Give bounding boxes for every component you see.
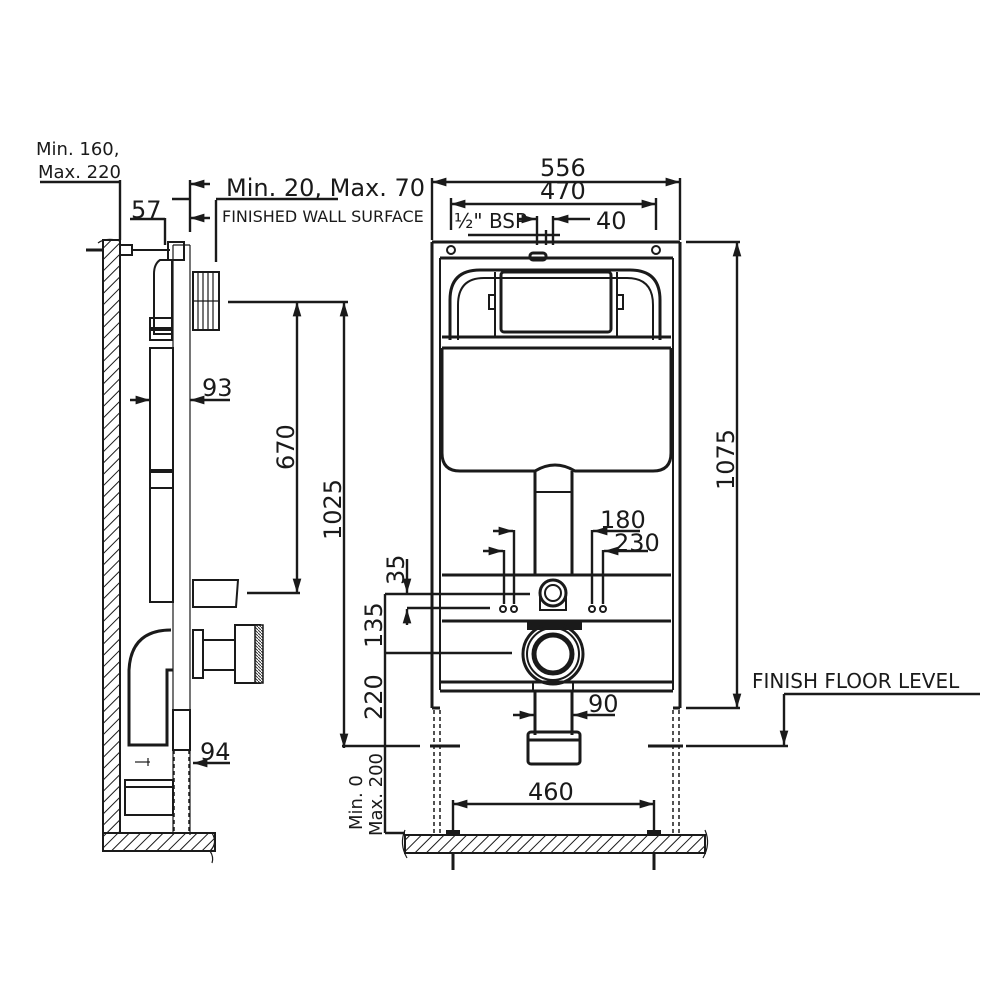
width-470-label: 470 — [540, 177, 586, 205]
pipe-90-label: 90 — [588, 690, 619, 718]
inlet-bsp-label: ½" BSP — [454, 209, 527, 233]
height-670-label: 670 — [272, 424, 300, 470]
side-view: Min. 160, Max. 220 57 Min. 20, Max. 70 F… — [36, 139, 425, 864]
inlet-offset-40-label: 40 — [596, 207, 627, 235]
side-floor — [102, 832, 216, 852]
offset-57-label: 57 — [131, 196, 162, 224]
foot-spacing-460-label: 460 — [528, 778, 574, 806]
front-view: 556 470 ½" BSP 40 1075 FINISH FLOOR LEVE… — [342, 154, 980, 870]
depth-94-label: 94 — [200, 738, 231, 766]
height-1025-label: 1025 — [319, 479, 347, 540]
front-floor — [404, 834, 706, 854]
floor-gap-max-label: Max. 200 — [366, 753, 387, 836]
height-35-label: 35 — [382, 554, 410, 585]
wall-depth-min-label: Min. 160, — [36, 139, 119, 160]
wall-depth-max-label: Max. 220 — [38, 162, 121, 183]
finish-floor-level-label: FINISH FLOOR LEVEL — [752, 669, 960, 693]
floor-gap-min-label: Min. 0 — [346, 775, 367, 830]
spacing-230-label: 230 — [614, 529, 660, 557]
height-135-label: 135 — [360, 602, 388, 648]
spacing-180-label: 180 — [600, 506, 646, 534]
back-wall — [102, 239, 121, 841]
width-556-label: 556 — [540, 154, 586, 182]
depth-93-label: 93 — [202, 374, 233, 402]
height-220-label: 220 — [360, 674, 388, 720]
finished-wall-range-label: Min. 20, Max. 70 — [226, 174, 425, 202]
finished-wall-surface-label: FINISHED WALL SURFACE — [222, 207, 424, 226]
height-1075-label: 1075 — [712, 429, 740, 490]
